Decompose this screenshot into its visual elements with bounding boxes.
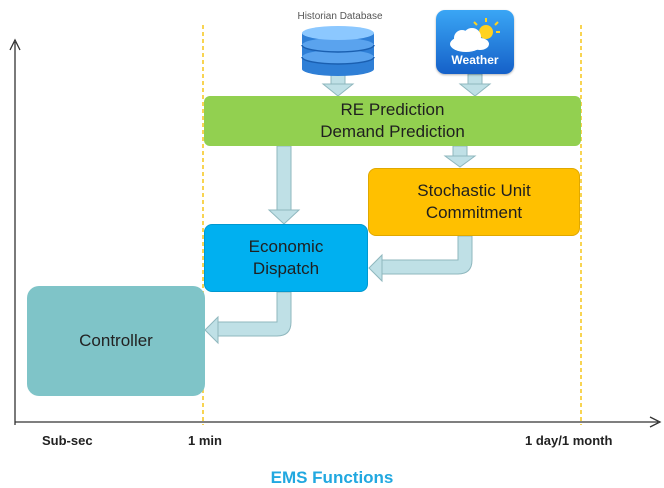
stochastic-line-1: Stochastic Unit — [417, 181, 531, 200]
arrow-weather-to-prediction — [458, 73, 492, 97]
y-axis-arrowhead — [9, 38, 21, 51]
tick-label-1-min: 1 min — [188, 433, 222, 448]
arrow-database-to-prediction — [321, 73, 355, 97]
arrow-dispatch-to-controller — [204, 291, 292, 345]
weather-label: Weather — [451, 53, 499, 67]
prediction-line-1: RE Prediction — [340, 100, 445, 119]
economic-dispatch-box: Economic Dispatch — [204, 224, 368, 292]
historian-database-label: Historian Database — [297, 11, 383, 22]
stochastic-unit-commitment-box: Stochastic Unit Commitment — [368, 168, 580, 236]
controller-label: Controller — [79, 331, 153, 350]
tick-label-1-day-1-month: 1 day/1 month — [525, 433, 613, 448]
arrow-stochastic-to-dispatch — [368, 235, 473, 283]
arrow-prediction-to-stochastic — [443, 145, 477, 168]
tick-label-sub-sec: Sub-sec — [42, 433, 93, 448]
x-axis-arrowhead — [649, 416, 662, 428]
database-icon — [301, 26, 375, 76]
arrow-prediction-to-dispatch — [267, 145, 301, 225]
weather-icon: Weather — [436, 10, 514, 74]
sun-icon — [473, 18, 500, 39]
stochastic-line-2: Commitment — [425, 203, 523, 222]
cloud-icon — [450, 28, 489, 52]
dispatch-line-1: Economic — [248, 237, 324, 256]
prediction-line-2: Demand Prediction — [320, 122, 465, 141]
controller-box: Controller — [27, 286, 205, 396]
ems-functions-caption: EMS Functions — [270, 468, 394, 487]
prediction-box: RE Prediction Demand Prediction — [204, 96, 581, 146]
dispatch-line-2: Dispatch — [252, 259, 320, 278]
